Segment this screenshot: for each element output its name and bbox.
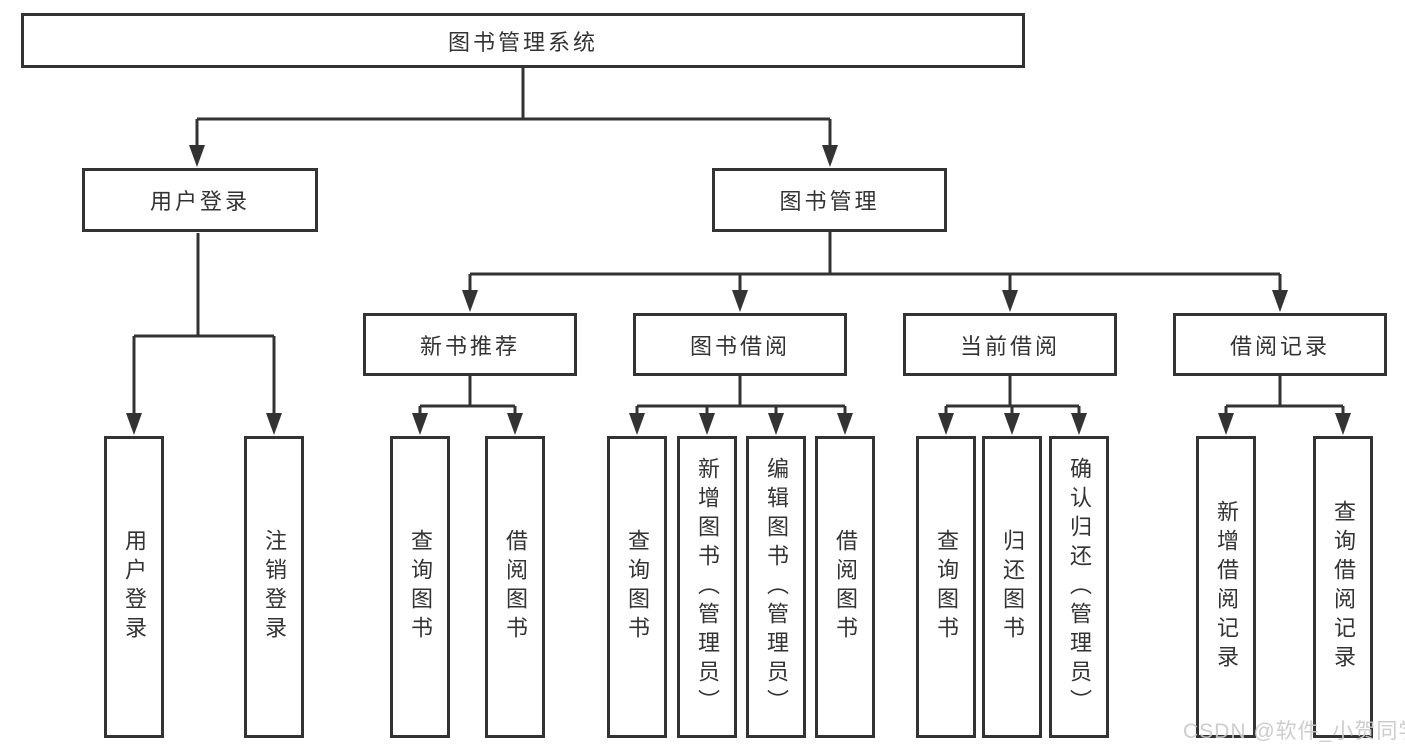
node-book-borrow: 图书借阅 <box>633 313 847 376</box>
arrowhead <box>699 413 715 435</box>
leaf-borrow-book: 借阅图书 <box>815 436 875 738</box>
leaf-newbook-borrow: 借阅图书 <box>485 436 545 738</box>
arrowhead <box>938 413 954 435</box>
branch-user-login <box>126 233 282 435</box>
node-new-book-recommend: 新书推荐 <box>363 313 577 376</box>
arrowhead <box>732 290 748 312</box>
leaf-records-query: 查询借阅记录 <box>1313 436 1373 738</box>
arrowhead <box>629 413 645 435</box>
arrowhead <box>1002 290 1018 312</box>
arrowhead <box>1272 290 1288 312</box>
arrowhead <box>126 413 142 435</box>
arrowhead <box>412 413 428 435</box>
leaf-current-return: 归还图书 <box>982 436 1042 738</box>
arrowhead <box>462 290 478 312</box>
branch-book-borrow <box>629 376 853 435</box>
arrowhead <box>1335 413 1351 435</box>
branch-new-book <box>412 376 523 435</box>
branch-current-borrow <box>938 376 1087 435</box>
node-book-management: 图书管理 <box>712 168 947 232</box>
arrowhead <box>1004 413 1020 435</box>
leaf-newbook-query: 查询图书 <box>390 436 450 738</box>
node-user-login: 用户登录 <box>82 168 318 232</box>
node-borrow-records: 借阅记录 <box>1173 313 1387 376</box>
branch-book-mgmt <box>462 232 1288 312</box>
csdn-watermark: CSDN @软件_小贺同学 <box>1183 720 1405 743</box>
leaf-borrow-edit-admin: 编辑图书（管理员） <box>746 436 806 738</box>
arrowhead <box>189 145 205 167</box>
leaf-records-add: 新增借阅记录 <box>1196 436 1256 738</box>
node-current-borrow: 当前借阅 <box>903 313 1117 376</box>
leaf-logout: 注销登录 <box>244 436 304 738</box>
arrowhead <box>768 413 784 435</box>
arrowhead <box>837 413 853 435</box>
arrowhead <box>1071 413 1087 435</box>
leaf-current-query: 查询图书 <box>916 436 976 738</box>
node-root: 图书管理系统 <box>21 13 1025 68</box>
leaf-borrow-add-admin: 新增图书（管理员） <box>677 436 737 738</box>
branch-borrow-records <box>1218 376 1351 435</box>
leaf-current-confirm-admin: 确认归还（管理员） <box>1049 436 1109 738</box>
leaf-user-login: 用户登录 <box>104 436 164 738</box>
arrowhead <box>822 145 838 167</box>
arrowhead <box>266 413 282 435</box>
branch-root <box>189 68 838 167</box>
leaf-borrow-query: 查询图书 <box>607 436 667 738</box>
arrowhead <box>507 413 523 435</box>
arrowhead <box>1218 413 1234 435</box>
